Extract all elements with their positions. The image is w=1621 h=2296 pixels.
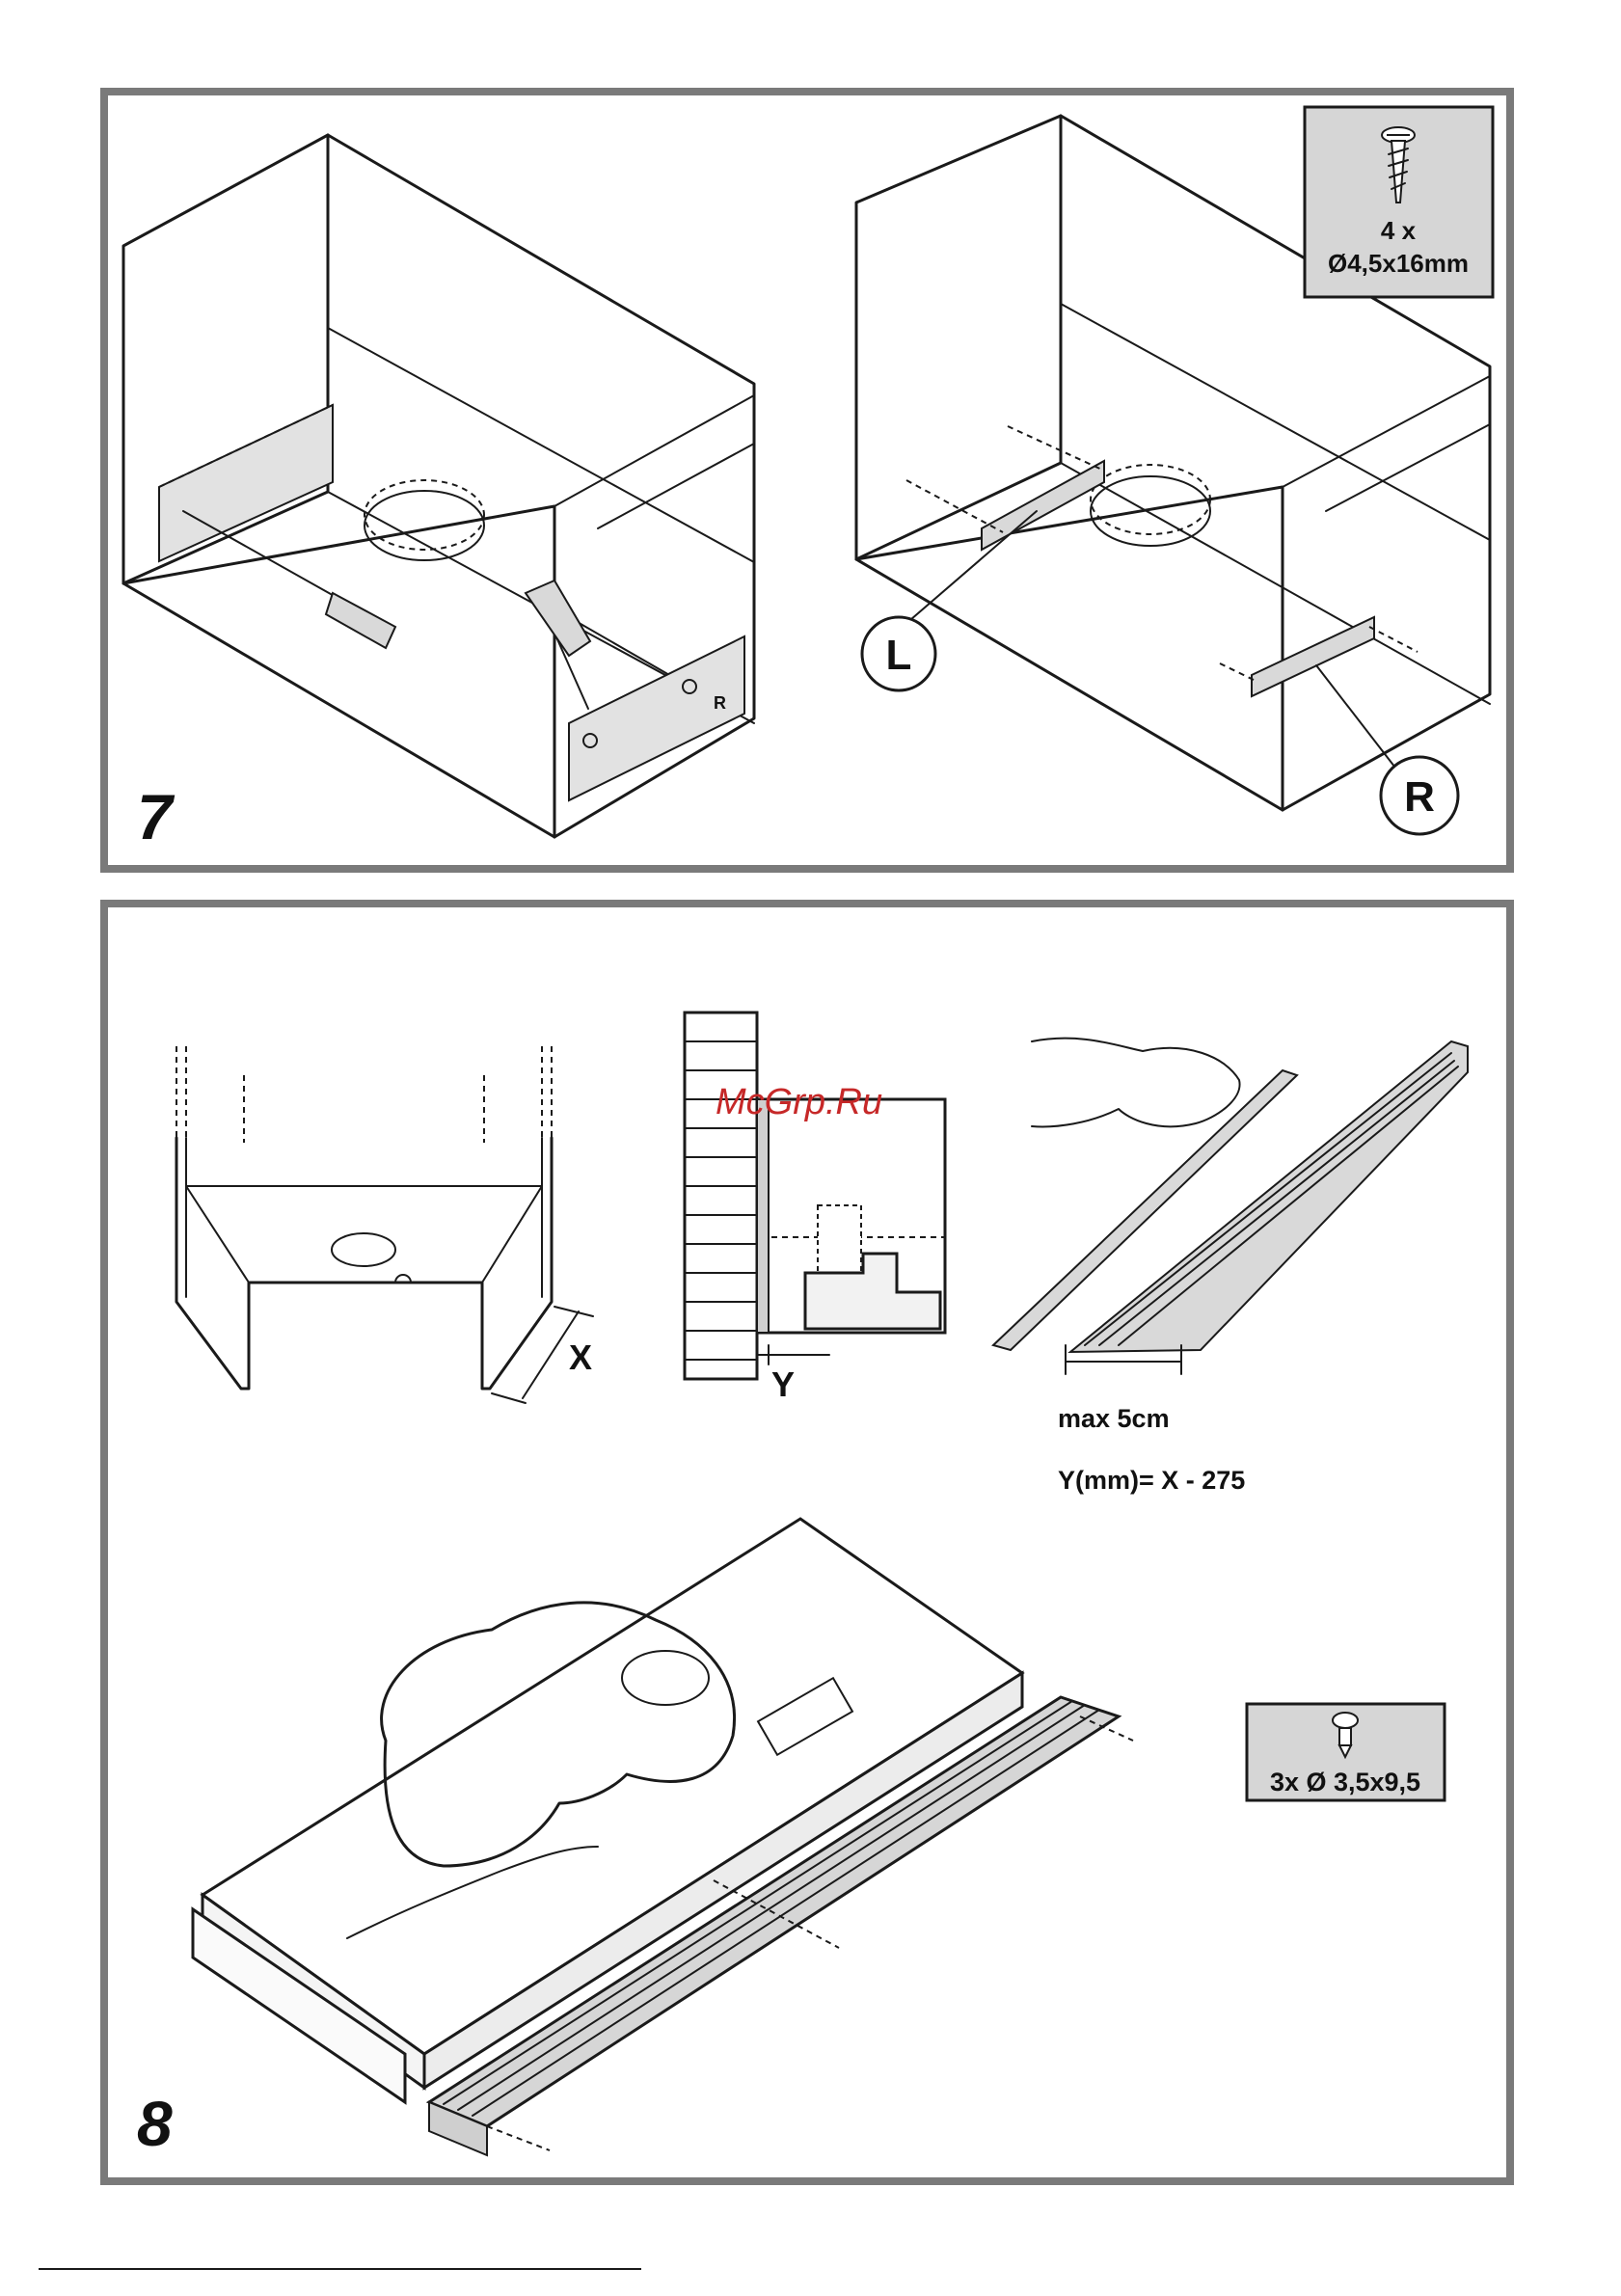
screw-spec-bottom: 3x Ø 3,5x9,5 (1270, 1768, 1420, 1796)
screw-spec-box-top: 4 x Ø4,5x16mm (1305, 107, 1493, 297)
svg-text:R: R (1404, 773, 1435, 821)
dimension-label-y: Y (771, 1364, 795, 1404)
svg-text:L: L (886, 632, 912, 679)
max-cut-label: max 5cm (1058, 1404, 1170, 1433)
panel-8-number: 8 (137, 2088, 173, 2159)
bracket-callout-right: R (1381, 757, 1458, 834)
panel-8: X Y (104, 904, 1510, 2181)
panel-7: R (104, 92, 1510, 869)
screw-spec-box-bottom: 3x Ø 3,5x9,5 (1247, 1704, 1445, 1800)
watermark-text: McGrp.Ru (716, 1082, 882, 1122)
y-formula-label: Y(mm)= X - 275 (1058, 1466, 1245, 1495)
screw-size-top: Ø4,5x16mm (1328, 249, 1469, 278)
panel-7-number: 7 (137, 781, 176, 852)
bracket-callout-left: L (862, 617, 935, 690)
template-stamp-letter: R (714, 693, 726, 713)
dimension-label-x: X (569, 1337, 592, 1377)
screw-quantity-top: 4 x (1381, 216, 1417, 245)
